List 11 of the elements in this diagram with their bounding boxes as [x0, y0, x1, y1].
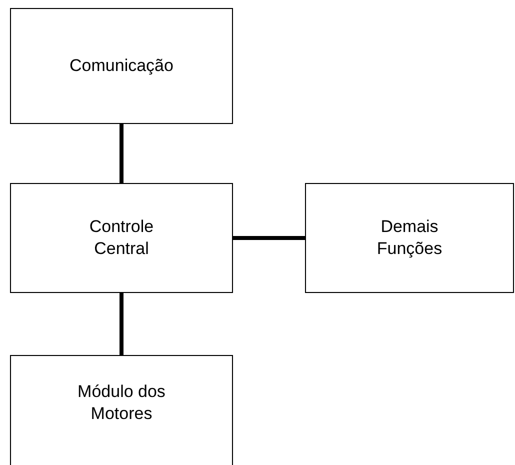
process-box: [305, 183, 514, 293]
box-label: Controle Central: [88, 216, 155, 260]
connector-line: [120, 293, 124, 355]
process-box: [10, 8, 233, 124]
process-box: [10, 183, 233, 293]
box-label: Comunicação: [70, 55, 174, 77]
box-label: Demais Funções: [376, 216, 444, 260]
box-label: Módulo dos Motores: [76, 381, 166, 425]
connector-line: [233, 236, 305, 240]
process-box: [10, 355, 233, 465]
connector-line: [120, 124, 124, 183]
